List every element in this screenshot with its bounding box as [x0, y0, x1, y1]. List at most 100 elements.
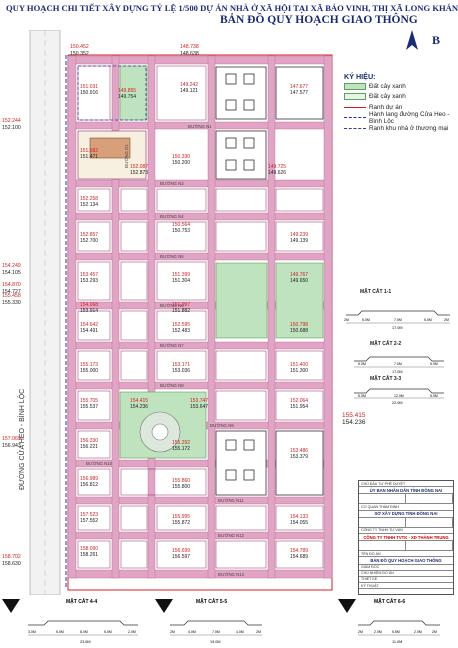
elevation-black: 153.914	[80, 308, 98, 314]
section-dim: 2M	[444, 318, 449, 322]
elevation-black: 153.647	[190, 404, 208, 410]
elevation-red: 150.330	[172, 154, 190, 160]
elevation-red: 156.330	[80, 438, 98, 444]
central-plaza	[139, 411, 181, 453]
tb-line: KỸ THUẬT	[359, 583, 453, 590]
elevation-red: 153.486	[290, 448, 308, 454]
elevation-red: 152.857	[80, 232, 98, 238]
elevation-red: 155.860	[172, 478, 190, 484]
road-labels: ĐƯỜNG N1 ĐƯỜNG D1 ĐƯỜNG N3 ĐƯỜNG N4 ĐƯỜN…	[86, 124, 245, 577]
elevation-red: 151.582	[80, 148, 98, 154]
elevation-red: 152.244	[2, 118, 21, 124]
section-dim: 2M	[358, 630, 363, 634]
signature-row	[359, 517, 453, 528]
elevation-red: 156.989	[80, 476, 98, 482]
elevation-red: 149.767	[290, 272, 308, 278]
elevation-black: 158.261	[80, 552, 98, 558]
road-label: ĐƯỜNG N9	[210, 423, 234, 428]
elevation-black: 155.872	[172, 520, 190, 526]
legend-item: Ranh khu nhà ở thương mại	[340, 123, 456, 134]
elevation-black: 156.943	[2, 443, 21, 449]
legend-label: Ranh dự án	[369, 103, 403, 111]
elevation-red: 152.064	[290, 398, 308, 404]
section-total: 17.0M	[392, 370, 403, 374]
elevation-red: 154.133	[290, 514, 308, 520]
section-dim: 5.0M	[104, 630, 112, 634]
commercial-boundary	[77, 65, 147, 121]
elevation-red: 154.249	[2, 263, 21, 269]
elevation-black: 154.105	[2, 270, 21, 276]
elevation-black: 154.491	[80, 328, 98, 334]
section-dim: 5.0M	[56, 630, 64, 634]
elevation-black: 152.700	[80, 238, 98, 244]
section-dim: 2M	[432, 630, 437, 634]
elevation-black: 155.537	[80, 404, 98, 410]
elevation-red: 158.090	[80, 546, 98, 552]
elevation-black: 152.873	[130, 170, 148, 176]
legend-label: Ranh khu nhà ở thương mại	[369, 124, 449, 132]
elevation-black: 147.577	[290, 90, 308, 96]
section-dim: 2M	[170, 630, 175, 634]
section-dim: 2M	[256, 630, 261, 634]
elevation-black: 149.626	[268, 170, 286, 176]
elevation-black: 154.236	[130, 404, 148, 410]
legend-label: Đất cây xanh	[369, 93, 406, 101]
legend-item: Ranh dự án	[340, 102, 456, 113]
tb-line: CHỦ NHIỆM ĐỒ ÁN	[359, 571, 453, 577]
section-dim: 3.0M	[28, 630, 36, 634]
section-4-4: MẶT CẮT 4-4 3.0M 5.0M 8.0M 5.0M 2.0M 23.…	[28, 597, 138, 644]
elevation-red: 150.452	[70, 44, 89, 50]
sheet-letter: B	[432, 33, 440, 47]
elevation-red: 152.087	[130, 164, 148, 170]
elevation-red: 155.458	[2, 293, 21, 299]
section-dim: 7.0M	[394, 318, 402, 322]
elevation-black: 150.916	[80, 90, 98, 96]
section-title: MẶT CẮT 2-2	[370, 339, 401, 347]
road-label: ĐƯỜNG N3	[160, 181, 184, 186]
elevation-black: 149.650	[290, 278, 308, 284]
title-block: CHỦ ĐẦU TƯ PHÊ DUYỆT ỦY BAN NHÂN DÂN TỈN…	[358, 480, 454, 595]
elevation-red: 149.725	[268, 164, 286, 170]
elevation-red: 152.258	[80, 196, 98, 202]
elevation-note: 155.415 154.236	[342, 412, 366, 426]
legend-label: Hành lang đường Cửa Heo - Bình Lộc	[369, 110, 450, 125]
main-road-label: ĐƯỜNG CỬA HEO - BÌNH LỘC	[17, 389, 26, 490]
section-dim: 5.0M	[424, 318, 432, 322]
elevation-red: 157.069	[2, 436, 21, 442]
elevation-red: 152.595	[172, 322, 190, 328]
elevation-red: 158.702	[2, 554, 21, 560]
elevation-black: 154.236	[342, 419, 366, 426]
elevation-black: 152.483	[172, 328, 190, 334]
section-1-1: MẶT CẮT 1-1 2M 5.0M 7.0M 5.0M 2M 17.0M	[344, 287, 450, 330]
elevation-labels: 150.452 150.352 148.738 148.638 152.244 …	[2, 44, 199, 567]
road-label: ĐƯỜNG N4	[160, 214, 184, 219]
elevation-black: 155.330	[2, 300, 21, 306]
section-5-5: MẶT CẮT 5-5 2M 4.0M 7.0M 4.0M 2M 19.0M	[170, 597, 262, 644]
residential-blocks	[77, 65, 324, 569]
elevation-red: 154.642	[80, 322, 98, 328]
road-label: ĐƯỜNG N8	[160, 383, 184, 388]
elevation-red: 154.789	[290, 548, 308, 554]
elevation-red: 149.855	[118, 88, 136, 94]
section-total: 17.0M	[392, 326, 403, 330]
elevation-red: 155.705	[80, 398, 98, 404]
blue-dashed-line-icon	[344, 117, 366, 119]
section-dim: 4.0M	[236, 630, 244, 634]
road-label: ĐƯỜNG N5	[160, 254, 184, 259]
legend: KÝ HIỆU: Đất cây xanh Đất cây xanh Ranh …	[340, 72, 456, 162]
elevation-black: 155.800	[172, 484, 190, 490]
elevation-black: 152.100	[2, 125, 21, 131]
section-title: MẶT CẮT 4-4	[66, 597, 97, 605]
elevation-red: 151.400	[290, 362, 308, 368]
elevation-black: 150.352	[70, 51, 89, 57]
elevation-red: 153.457	[80, 272, 98, 278]
section-marker-icon	[338, 599, 356, 613]
elevation-red: 155.292	[172, 440, 190, 446]
tb-line: CÔNG TY TNHH TƯ VẤN	[359, 528, 453, 534]
elevation-red: 153.747	[190, 398, 208, 404]
elevation-black: 151.304	[172, 278, 190, 284]
section-dim: 7.0M	[394, 362, 402, 366]
elevation-red: 149.242	[180, 82, 198, 88]
tb-line: TÊN ĐỒ ÁN	[359, 551, 453, 558]
legend-title: KÝ HIỆU:	[344, 72, 376, 81]
